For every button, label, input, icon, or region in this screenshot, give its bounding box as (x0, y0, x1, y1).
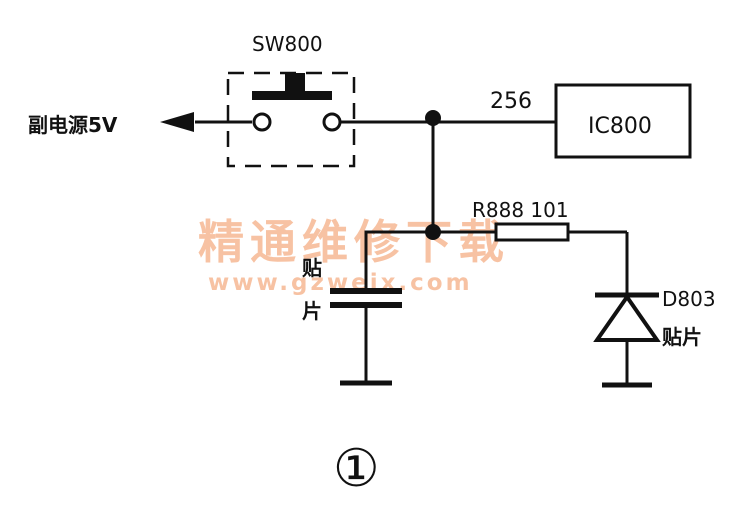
source-arrow-icon (160, 112, 194, 132)
net-label: 256 (490, 89, 532, 114)
diode-note: 贴片 (662, 325, 702, 349)
diode-d803 (593, 232, 661, 388)
switch-label: SW800 (252, 32, 323, 56)
switch-sw800 (226, 71, 356, 168)
resistor-r888 (433, 222, 627, 242)
capacitor-note-2: 片 (302, 299, 322, 323)
capacitor (330, 230, 433, 386)
watermark-title: 精通维修下载 (198, 215, 510, 269)
ic-label: IC800 (588, 114, 652, 139)
figure-number: ① (333, 439, 380, 499)
capacitor-note-1: 贴 (302, 256, 322, 280)
resistor-label: R888 101 (472, 198, 569, 222)
ic800-box (554, 83, 692, 159)
source-label: 副电源5V (28, 113, 118, 137)
diode-label: D803 (662, 287, 716, 311)
